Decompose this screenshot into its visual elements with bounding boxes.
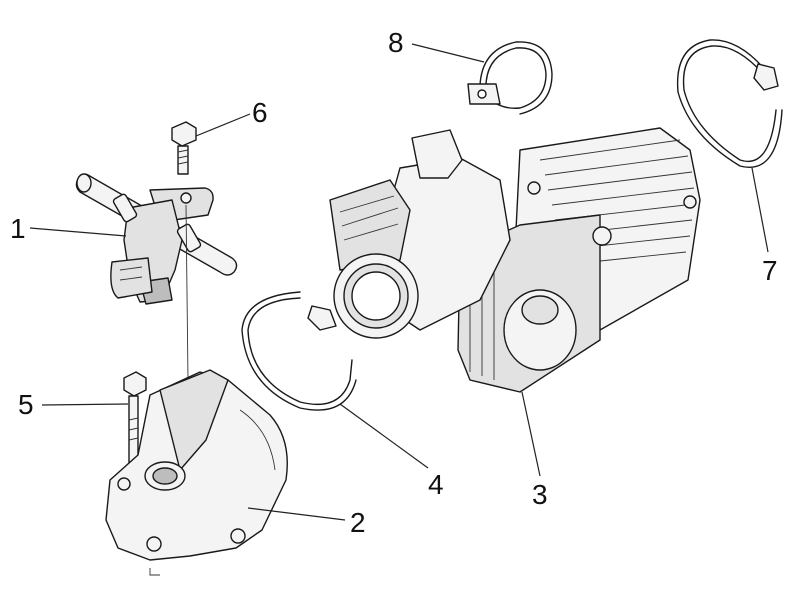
leader-line-5 xyxy=(41,403,129,406)
callout-4: 4 xyxy=(428,469,444,500)
callout-3: 3 xyxy=(532,479,548,510)
bolt-part-6 xyxy=(171,121,197,175)
callout-7: 7 xyxy=(762,255,778,286)
hose-clamp-part-4 xyxy=(241,291,357,411)
callout-5: 5 xyxy=(18,389,34,420)
p-clamp-part-8 xyxy=(467,41,553,115)
callout-8: 8 xyxy=(388,27,404,58)
leader-line-7 xyxy=(751,167,769,253)
assembly-axis-line xyxy=(185,204,189,381)
hose-clamp-part-7 xyxy=(676,39,783,168)
throttle-body-part xyxy=(329,127,701,393)
leader-lines xyxy=(29,43,769,521)
leader-line-8 xyxy=(411,43,485,63)
leader-line-1 xyxy=(29,227,127,237)
callout-1: 1 xyxy=(10,213,26,244)
callout-2: 2 xyxy=(350,507,366,538)
leader-line-2 xyxy=(247,507,346,521)
fuel-injector-part xyxy=(75,173,238,305)
leader-line-6 xyxy=(195,113,251,137)
callout-6: 6 xyxy=(252,97,268,128)
leader-line-3 xyxy=(521,391,541,477)
leader-line-4 xyxy=(339,403,429,469)
callout-labels: 1 2 3 4 5 6 7 8 xyxy=(10,27,778,538)
bolt-part-5 xyxy=(123,371,147,467)
intake-manifold-part xyxy=(105,369,288,576)
